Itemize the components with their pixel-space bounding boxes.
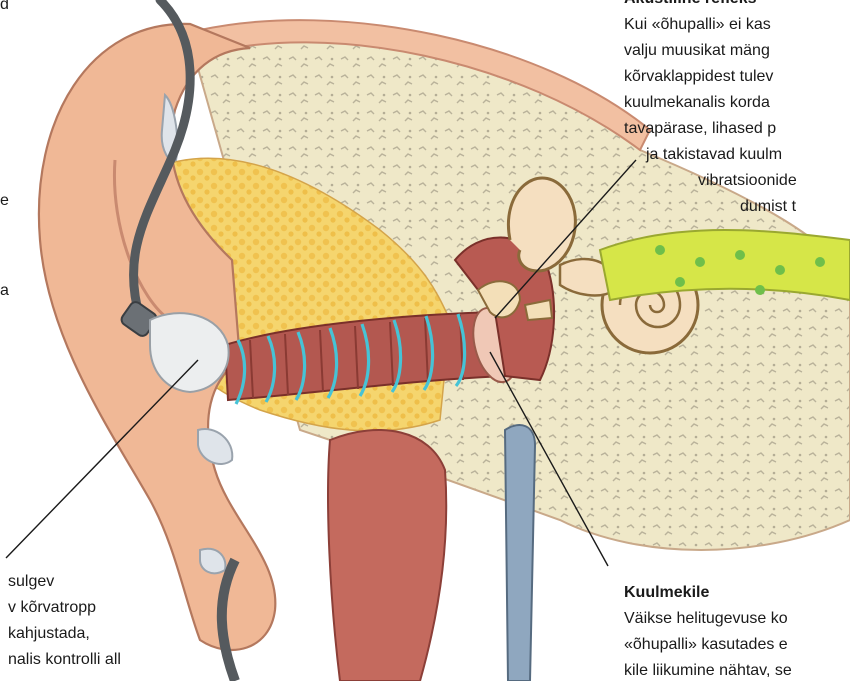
left-fragment-1: e	[0, 190, 9, 212]
acoustic-reflex-line: kuulmekanalis korda	[624, 92, 770, 114]
acoustic-reflex-line: kõrvaklappidest tulev	[624, 66, 773, 88]
auditory-nerve	[600, 230, 850, 300]
acoustic-reflex-line: tavapärase, lihased p	[624, 118, 776, 140]
earplug-caption-line: sulgev	[8, 571, 54, 593]
eardrum-line: Väikse helitugevuse ko	[624, 608, 788, 630]
eardrum-line: «õhupalli» kasutades e	[624, 634, 788, 656]
acoustic-reflex-line: ja takistavad kuulm	[646, 144, 782, 166]
eardrum-line: kile liikumine nähtav, se	[624, 660, 792, 682]
acoustic-reflex-line: vibratsioonide	[698, 170, 797, 192]
muscle-tissue	[328, 430, 446, 681]
earplug-caption-line: kahjustada,	[8, 623, 90, 645]
acoustic-reflex-title: Akustiline refleks	[624, 0, 757, 10]
acoustic-reflex-line: Kui «õhupalli» ei kas	[624, 14, 771, 36]
left-fragment-2: a	[0, 280, 9, 302]
top-left-fragment: d	[0, 0, 9, 16]
earplug-caption-line: nalis kontrolli all	[8, 649, 121, 671]
acoustic-reflex-line: dumist t	[740, 196, 796, 218]
blood-vessel	[505, 425, 535, 681]
earplug-caption-line: v kõrvatropp	[8, 597, 96, 619]
eardrum-title: Kuulmekile	[624, 582, 709, 604]
acoustic-reflex-line: valju muusikat mäng	[624, 40, 770, 62]
